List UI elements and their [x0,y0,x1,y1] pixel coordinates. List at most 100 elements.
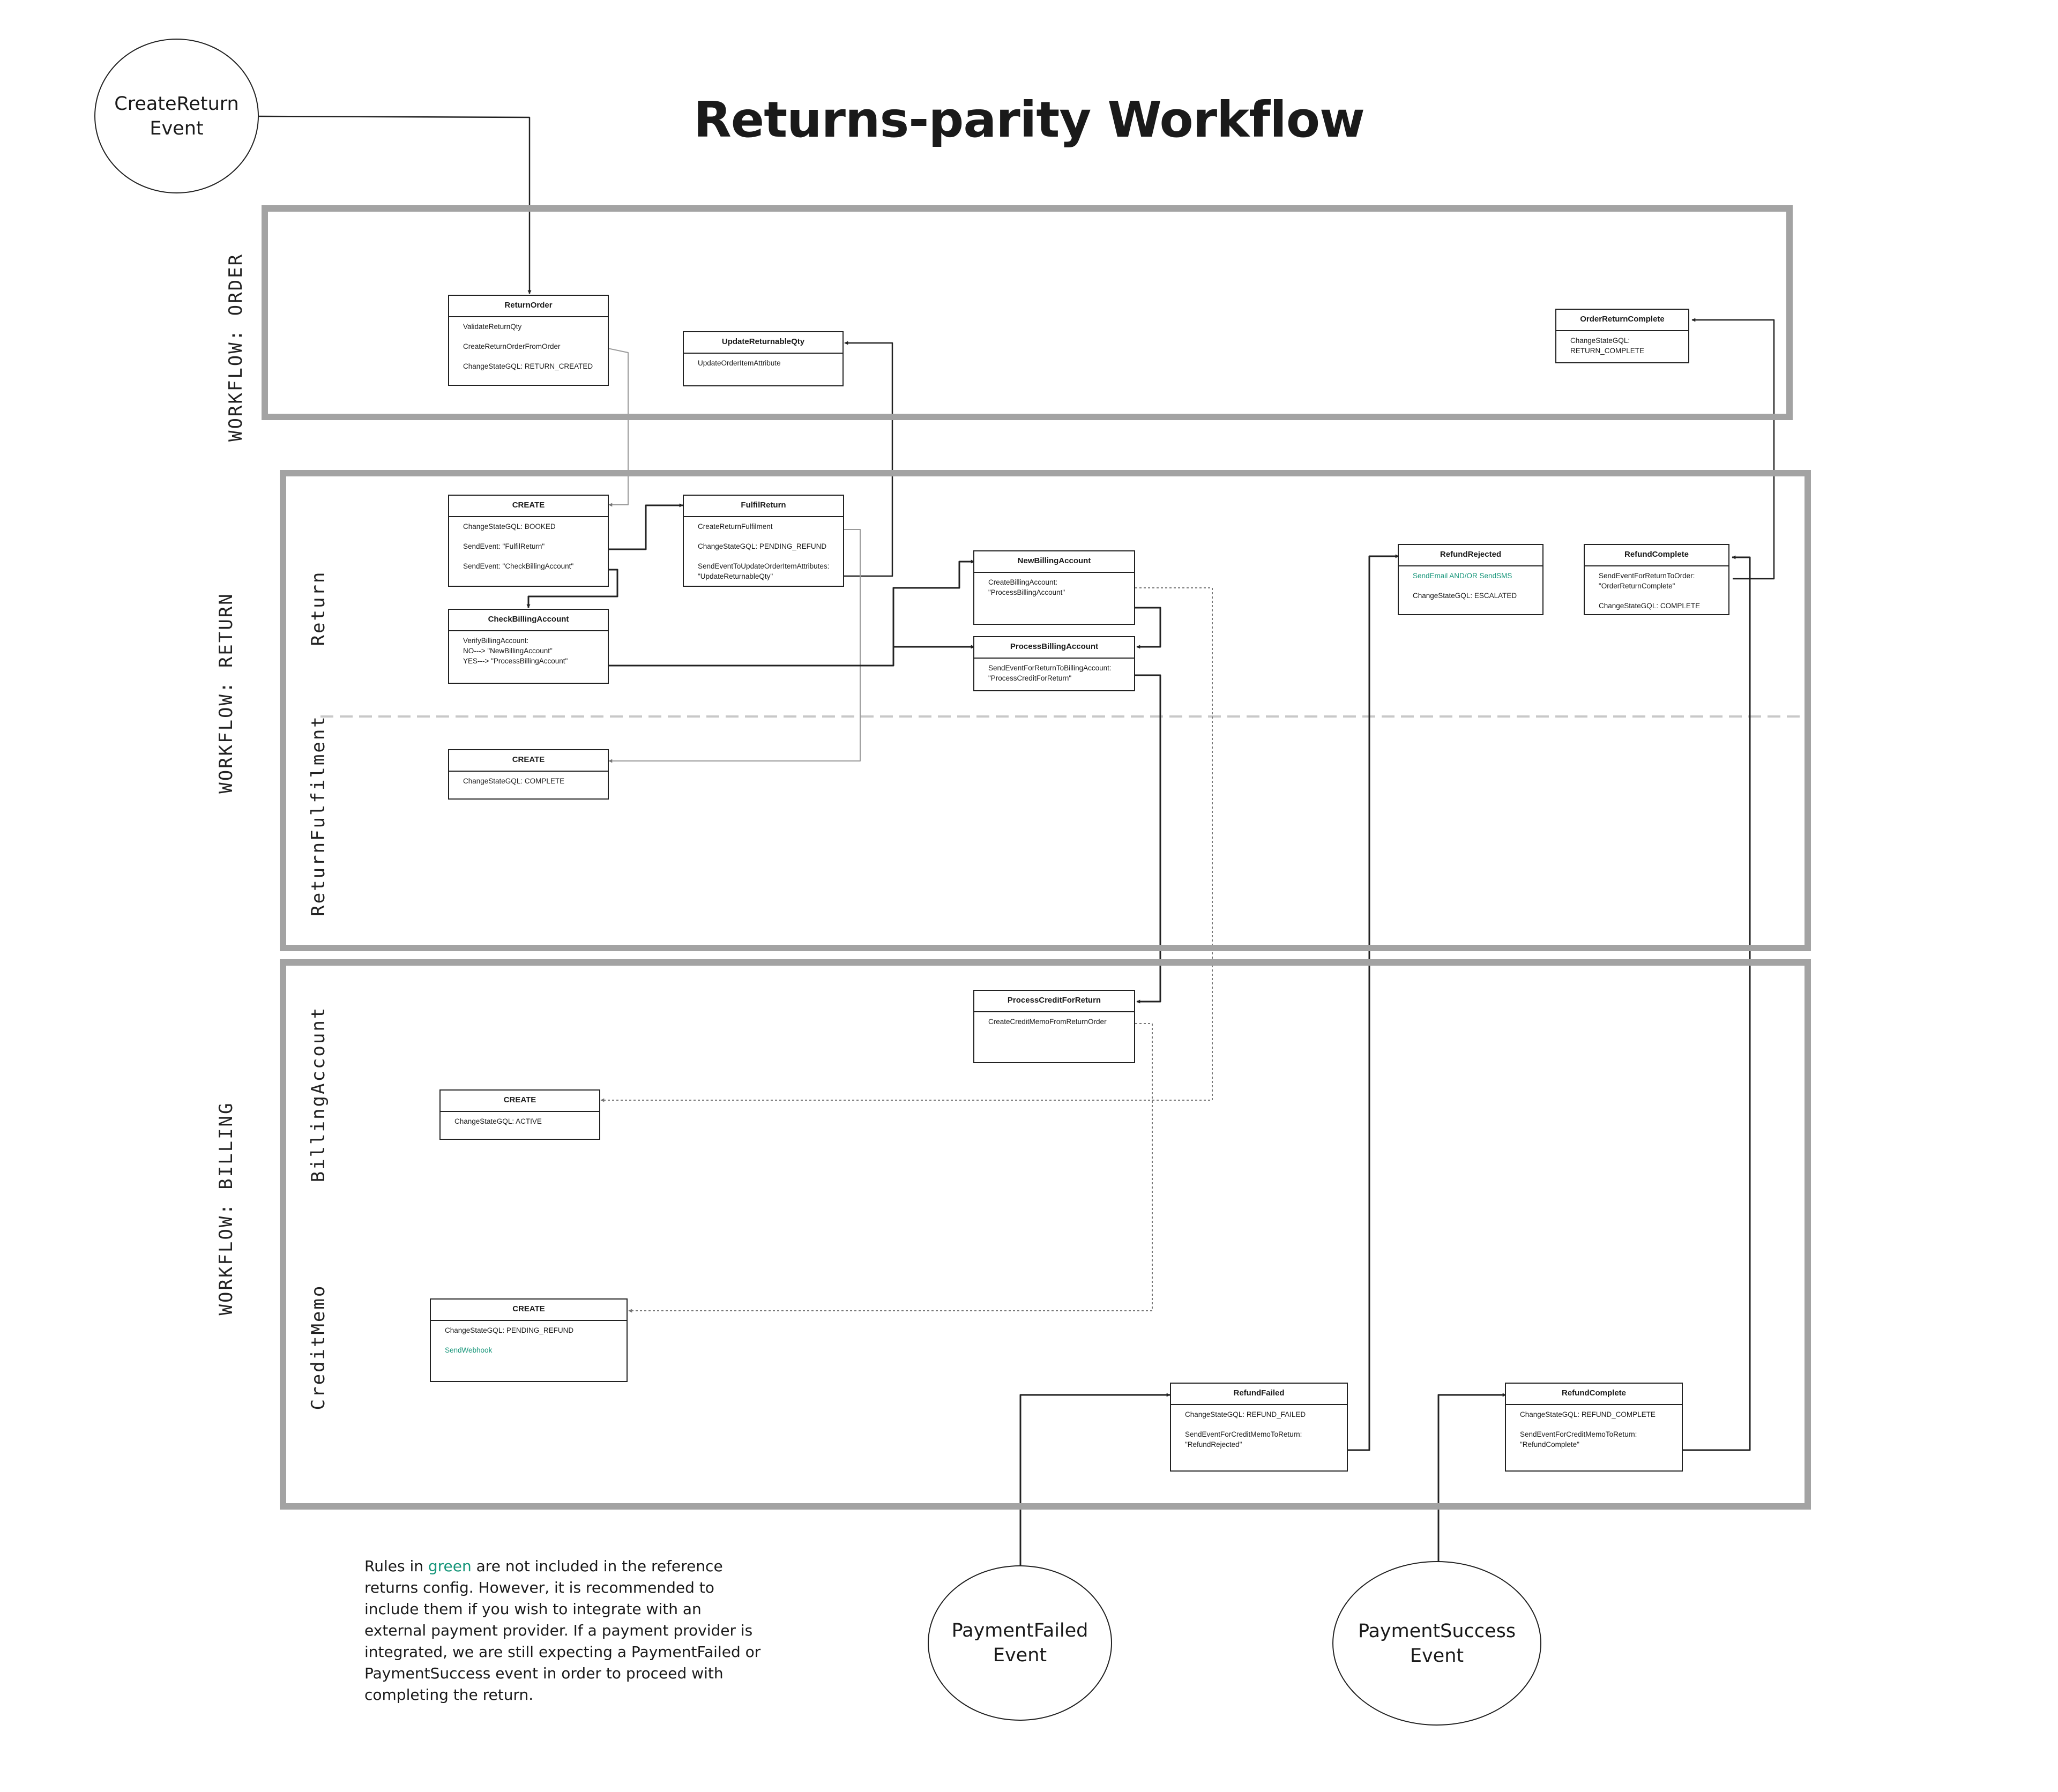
state-rule: ChangeStateGQL: RETURN_CREATED [463,362,593,370]
state-rules: ChangeStateGQL: ACTIVE [441,1112,599,1140]
state-title: CREATE [449,496,608,517]
arrow-fulfilreturn-to-fulfilment-create [608,529,861,763]
sublane-label-billing-account: BillingAccount [308,1006,329,1183]
state-title: RefundFailed [1171,1384,1347,1405]
state-rules: SendEventForReturnToOrder: "OrderReturnC… [1585,566,1728,625]
state-rule: ChangeStateGQL: REFUND_FAILED [1185,1410,1306,1418]
state-rule: SendEventForReturnToBillingAccount: "Pro… [988,664,1112,682]
state-rule: VerifyBillingAccount: NO---> "NewBilling… [463,637,568,665]
state-title: CREATE [441,1091,599,1112]
state-rules: CreateCreditMemoFromReturnOrder [974,1012,1134,1041]
event-create-return-line2: Event [150,117,204,139]
state-rule: CreateReturnOrderFromOrder [463,342,561,350]
arrow-returnrefund-to-orderreturncomplete [1691,318,1775,580]
sublane-label-return-fulfilment: ReturnFulfilment [308,715,329,916]
legend-note-after: are not included in the reference return… [364,1557,761,1704]
state-rule: ChangeStateGQL: COMPLETE [463,777,565,785]
state-title: CREATE [449,750,608,772]
event-payment-success: PaymentSuccess Event [1332,1561,1541,1726]
state-rules: SendEventForReturnToBillingAccount: "Pro… [974,659,1134,697]
event-payment-failed-line1: PaymentFailed [951,1620,1088,1641]
state-rules: ChangeStateGQL: COMPLETE [449,772,608,800]
lane-label-order: WORKFLOW: ORDER [225,252,247,442]
state-rule: ChangeStateGQL: BOOKED [463,522,556,531]
event-payment-success-line1: PaymentSuccess [1358,1620,1516,1642]
arrow-returnorder-to-return-create [607,348,629,507]
arrow-paymentfailed-to-refundfailed [1019,1393,1170,1567]
arrow-newbilling-to-billingaccount-create [600,587,1213,1102]
state-rules: ChangeStateGQL: REFUND_FAILED SendEventFo… [1171,1405,1347,1464]
state-rule: ValidateReturnQty [463,323,522,331]
arrow-checkbilling-to-newbilling [609,559,975,667]
state-rule: SendEventForReturnToOrder: "OrderReturnC… [1599,572,1695,590]
state-title: RefundRejected [1399,545,1542,566]
arrow-return-create-to-checkbilling [526,569,618,608]
state-rule: ChangeStateGQL: COMPLETE [1599,602,1701,610]
state-rule: SendEventForCreditMemoToReturn: "RefundR… [1185,1430,1302,1448]
state-title: UpdateReturnableQty [684,332,842,354]
legend-note-before: Rules in [364,1557,428,1575]
state-rules: ChangeStateGQL: REFUND_COMPLETE SendEvent… [1506,1405,1682,1464]
sublane-label-credit-memo: CreditMemo [308,1284,329,1410]
state-rules: CreateBillingAccount: "ProcessBillingAcc… [974,573,1134,611]
state-rule: CreateCreditMemoFromReturnOrder [988,1018,1107,1026]
state-rule: SendEvent: "CheckBillingAccount" [463,562,574,570]
sublane-label-return: Return [308,570,329,646]
state-title: RefundComplete [1506,1384,1682,1405]
state-rule: SendEmail AND/OR SendSMS [1413,572,1512,580]
state-rules: VerifyBillingAccount: NO---> "NewBilling… [449,631,608,680]
lane-label-billing: WORKFLOW: BILLING [215,1101,237,1316]
state-rules: UpdateOrderItemAttribute [684,354,842,382]
arrow-return-create-to-fulfilreturn [608,503,683,550]
state-rule: SendWebhook [445,1346,493,1354]
state-box-credit-memo-create: CREATE ChangeStateGQL: PENDING_REFUND Send… [430,1298,628,1382]
state-rule: CreateBillingAccount: "ProcessBillingAcc… [988,578,1065,596]
state-box-return-create: CREATE ChangeStateGQL: BOOKED SendEvent: "… [448,495,609,587]
state-title: CREATE [431,1300,627,1321]
arrow-memorefund-to-returnrefund [1683,555,1751,1451]
state-rule: SendEventToUpdateOrderItemAttributes: "U… [698,562,830,580]
state-rule: SendEventForCreditMemoToReturn: "RefundC… [1520,1430,1637,1448]
state-rules: ChangeStateGQL: PENDING_REFUND SendWebhoo… [431,1321,627,1369]
lane-workflow-return [280,470,1811,951]
arrow-processcredit-to-creditmemo-create [628,1023,1153,1313]
state-title: OrderReturnComplete [1556,310,1688,331]
state-title: ReturnOrder [449,296,608,317]
arrow-newbilling-to-processbilling [1135,607,1161,649]
state-rule: ChangeStateGQL: REFUND_COMPLETE [1520,1410,1656,1418]
state-title: NewBillingAccount [974,551,1134,573]
event-create-return-line1: CreateReturn [114,93,239,115]
event-payment-failed-line2: Event [993,1645,1047,1666]
state-rule: CreateReturnFulfilment [698,522,773,531]
lane-label-return: WORKFLOW: RETURN [215,592,237,794]
state-rule: UpdateOrderItemAttribute [698,359,781,367]
state-rule: ChangeStateGQL: RETURN_COMPLETE [1570,337,1645,355]
state-rules: ChangeStateGQL: BOOKED SendEvent: "Fulfil… [449,517,608,585]
lane-workflow-order [262,205,1793,420]
state-rule: SendEvent: "FulfilReturn" [463,542,545,550]
arrow-fulfilreturn-to-updateqty [844,341,893,577]
state-title: ProcessCreditForReturn [974,991,1134,1012]
event-payment-failed: PaymentFailed Event [928,1565,1112,1721]
event-payment-success-line2: Event [1410,1645,1464,1667]
arrow-createreturn-to-returnorder [258,115,532,294]
arrow-processbilling-to-processcredit [1135,674,1161,1004]
state-rule: ChangeStateGQL: PENDING_REFUND [445,1326,574,1334]
state-rules: ChangeStateGQL: RETURN_COMPLETE [1556,331,1688,370]
state-title: FulfilReturn [684,496,843,517]
